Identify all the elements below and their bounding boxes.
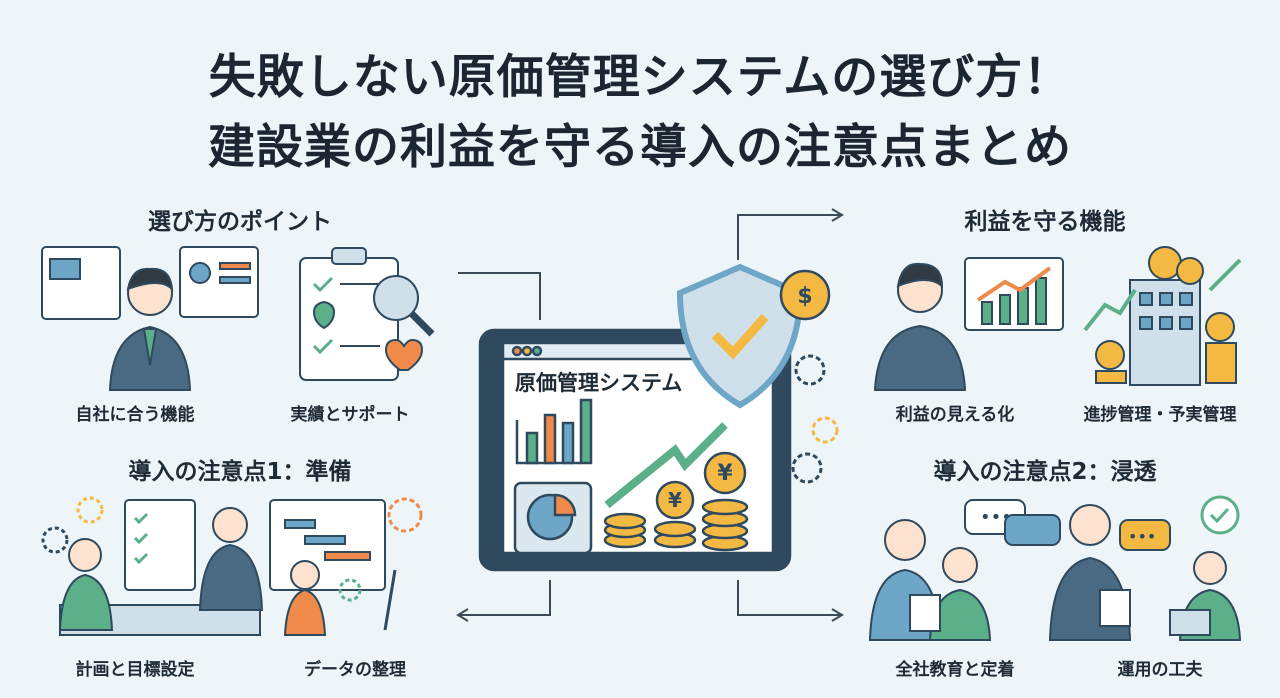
clipboard-magnifier-illustration — [299, 247, 435, 381]
yen-symbol: ¥ — [717, 461, 733, 486]
title-line-1: 失敗しない原価管理システムの選び方！ — [208, 50, 1072, 105]
planning-team-illustration — [41, 496, 264, 636]
section-heading-profit: 利益を守る機能 — [964, 209, 1126, 235]
caption-fit-features: 自社に合う機能 — [75, 405, 195, 425]
caption-profit-visible: 利益の見える化 — [895, 405, 1015, 425]
title-line-2: 建設業の利益を守る導入の注意点まとめ — [208, 120, 1072, 175]
caption-planning: 計画と目標設定 — [75, 660, 195, 680]
section-heading-adoption: 導入の注意点2：浸透 — [933, 459, 1157, 485]
screen-title: 原価管理システム — [515, 371, 682, 395]
gantt-chart-illustration — [269, 497, 423, 636]
caption-track-record: 実績とサポート — [290, 405, 410, 425]
svg-text:•••: ••• — [1128, 527, 1156, 546]
cost-management-tablet: 原価管理システム ¥ ¥ $ — [478, 263, 831, 572]
building-coins-illustration — [1083, 246, 1242, 386]
caption-data-org: データの整理 — [304, 660, 406, 680]
dollar-symbol: $ — [797, 284, 812, 309]
training-team-illustration: ••• — [868, 499, 1061, 641]
caption-progress-mgmt: 進捗管理・予実管理 — [1083, 405, 1237, 425]
gear-icons — [791, 354, 839, 484]
businessman-growth-chart-illustration — [873, 257, 1064, 391]
svg-text:•••: ••• — [980, 507, 1012, 528]
caption-training: 全社教育と定着 — [895, 660, 1015, 680]
operation-team-illustration: ••• — [1048, 495, 1242, 641]
caption-operation: 運用の工夫 — [1117, 660, 1203, 680]
businessman-dashboards-illustration — [41, 246, 259, 391]
yen-symbol: ¥ — [668, 488, 682, 512]
section-heading-selection: 選び方のポイント — [148, 209, 332, 235]
section-heading-prep: 導入の注意点1：準備 — [128, 459, 352, 485]
